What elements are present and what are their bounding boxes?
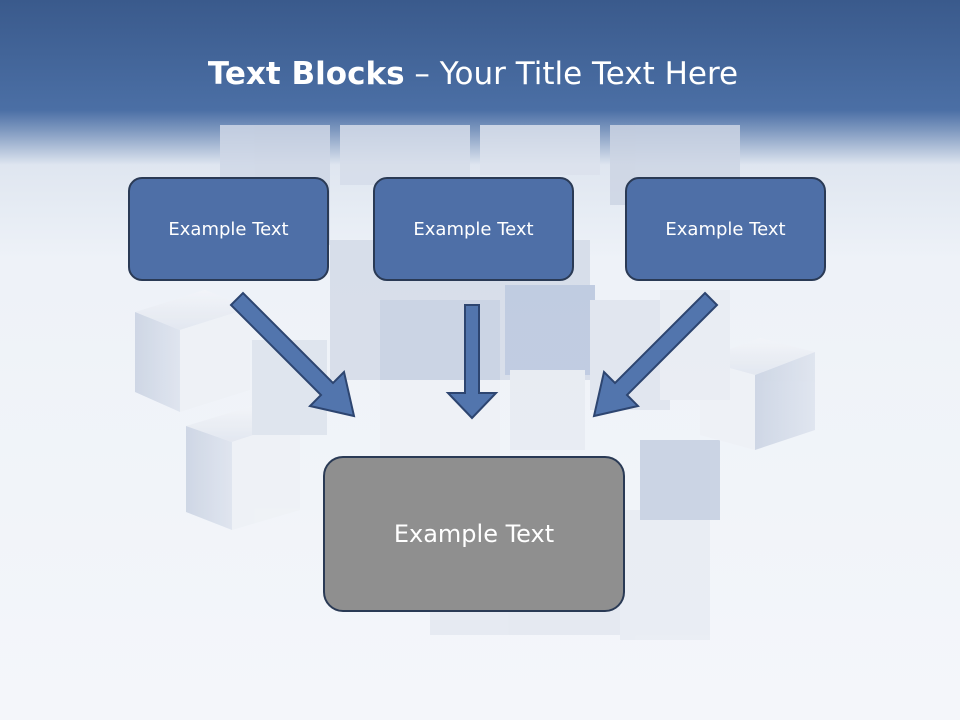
text-block-1-label: Example Text bbox=[168, 218, 289, 240]
text-block-2[interactable]: Example Text bbox=[373, 177, 574, 281]
slide-title-rest: – Your Title Text Here bbox=[404, 56, 739, 92]
center-text-block-label: Example Text bbox=[393, 520, 555, 548]
text-block-3-label: Example Text bbox=[665, 218, 786, 240]
slide-title-bold: Text Blocks bbox=[207, 56, 405, 92]
arrow-left-diagonal bbox=[229, 291, 356, 418]
text-block-3[interactable]: Example Text bbox=[625, 177, 826, 281]
slide-title: Text Blocks – Your Title Text Here bbox=[0, 56, 946, 92]
text-block-1[interactable]: Example Text bbox=[128, 177, 329, 281]
arrow-right-diagonal bbox=[592, 291, 719, 418]
center-text-block[interactable]: Example Text bbox=[323, 456, 625, 612]
arrow-center-down bbox=[445, 304, 499, 420]
text-block-2-label: Example Text bbox=[413, 218, 534, 240]
